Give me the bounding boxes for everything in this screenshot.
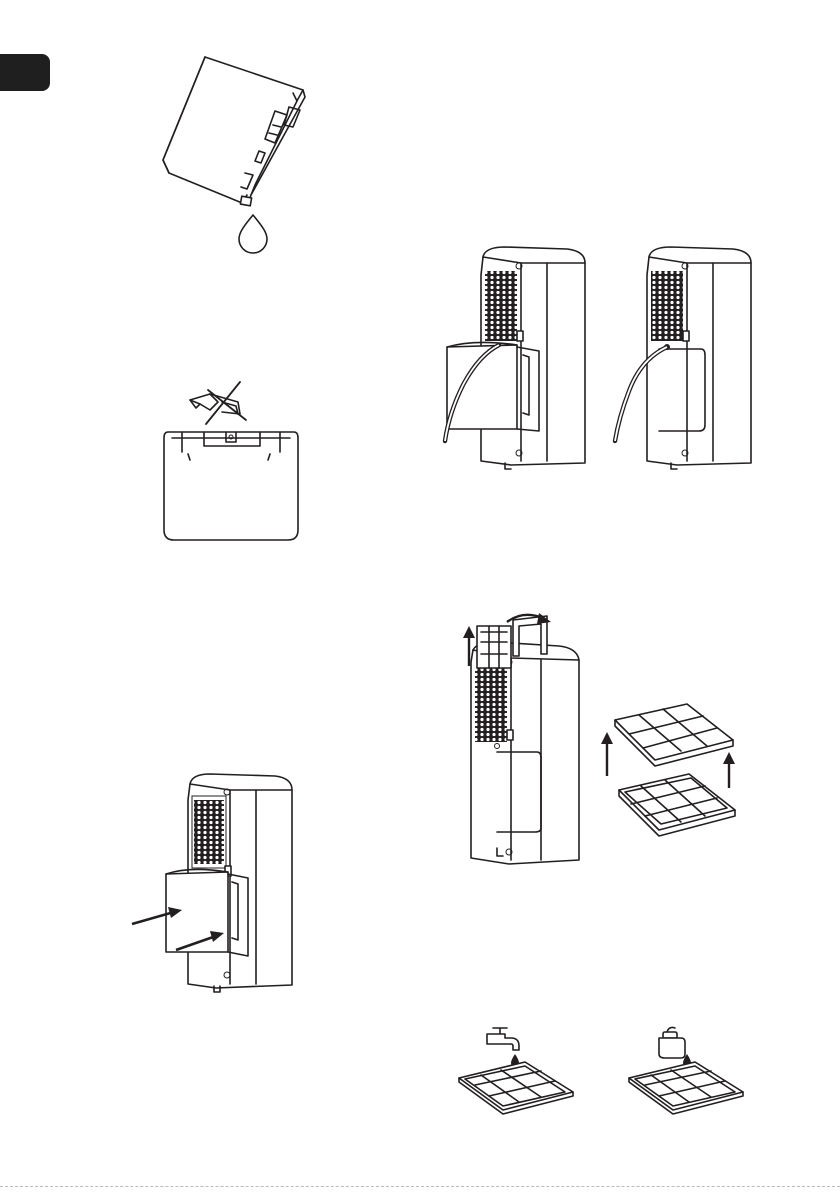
tank-float-crossed-icon [160, 380, 305, 545]
dehumidifier-tank-insert-icon [130, 770, 300, 995]
filter-detergent-icon [615, 1020, 755, 1115]
language-tab [0, 54, 50, 91]
filter-rinse-tap-icon [445, 1020, 585, 1115]
page-bottom-rule [0, 1186, 840, 1187]
air-filter-removal-icon [455, 612, 745, 867]
continuous-drain-hose-icon [435, 245, 775, 470]
water-tank-pouring-icon [155, 55, 315, 250]
